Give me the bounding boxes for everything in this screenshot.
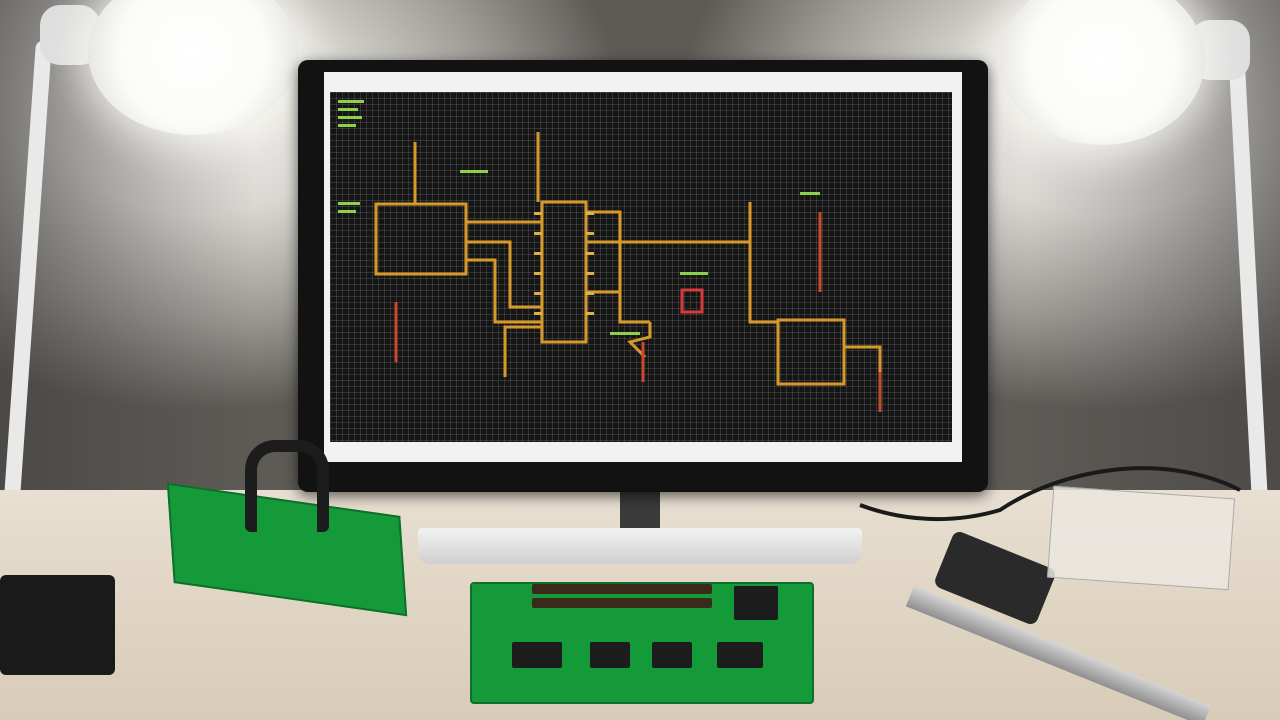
monitor-screen [324,72,962,462]
front-board-slot-2 [532,598,712,608]
front-circuit-board-icon [470,582,814,704]
left-lamp-icon [88,0,298,135]
monitor-icon [298,60,988,492]
front-board-chip-5 [717,642,763,668]
schematic-canvas [330,92,952,442]
right-lamp-icon [1000,0,1205,145]
left-board-headphone-shape [245,440,329,532]
front-board-chip-4 [652,642,692,668]
ic-left [374,202,468,276]
monitor-stand-base [418,528,862,564]
front-board-chip-3 [590,642,630,668]
left-black-device [0,575,115,675]
monitor-stand-neck [620,490,660,530]
front-board-chip-2 [512,642,562,668]
ic-right [776,318,846,386]
front-board-slot-1 [532,584,712,594]
front-board-chip-1 [734,586,778,620]
schematic-drawing [338,100,882,412]
